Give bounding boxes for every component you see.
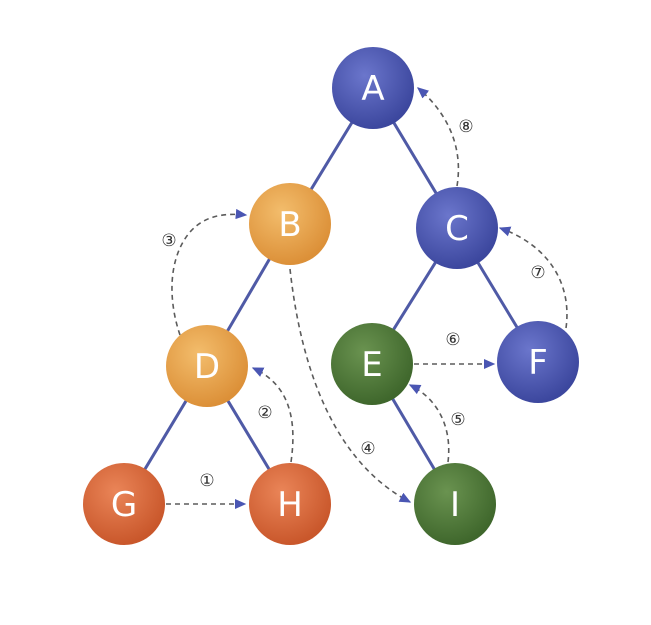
tree-edges (142, 120, 520, 472)
traversal-arrow-I-E (408, 384, 450, 463)
node-i: I (414, 463, 496, 545)
node-circle-b (249, 183, 331, 265)
tree-nodes: A B C D E F G H I (83, 47, 579, 545)
node-circle-d (166, 325, 248, 407)
node-circle-c (416, 187, 498, 269)
step-label-7: ⑦ (530, 263, 545, 283)
edge-B-D (225, 256, 272, 334)
step-label-2: ② (257, 403, 272, 423)
node-d: D (166, 325, 248, 407)
step-label-8: ⑧ (458, 117, 473, 137)
edge-E-I (390, 396, 437, 472)
node-label-a: A (361, 69, 384, 109)
node-label-i: I (450, 485, 460, 525)
node-label-d: D (194, 347, 220, 387)
edge-A-C (391, 120, 439, 196)
step-label-3: ③ (161, 231, 176, 251)
node-b: B (249, 183, 331, 265)
node-e: E (331, 323, 413, 405)
node-circle-h (249, 463, 331, 545)
node-f: F (497, 321, 579, 403)
edge-D-G (142, 398, 189, 472)
node-circle-f (497, 321, 579, 403)
traversal-arrows (166, 87, 568, 510)
node-h: H (249, 463, 331, 545)
node-label-c: C (445, 209, 469, 249)
step-label-6: ⑥ (445, 330, 460, 350)
node-label-f: F (528, 343, 548, 383)
node-label-h: H (277, 485, 303, 525)
node-circle-e (331, 323, 413, 405)
node-circle-g (83, 463, 165, 545)
edge-C-E (391, 260, 438, 332)
node-label-g: G (111, 485, 137, 525)
node-label-b: B (278, 205, 301, 245)
node-circle-i (414, 463, 496, 545)
traversal-arrow-D-B (171, 208, 248, 336)
edge-D-H (225, 398, 272, 472)
traversal-arrow-C-A (417, 87, 460, 187)
traversal-step-labels: ① ② ③ ④ ⑤ ⑥ ⑦ ⑧ (161, 117, 545, 491)
edge-C-F (475, 260, 520, 330)
step-label-5: ⑤ (450, 410, 465, 430)
step-label-1: ① (199, 471, 214, 491)
edge-A-B (309, 120, 354, 192)
node-circle-a (332, 47, 414, 129)
traversal-arrow-B-I (289, 268, 412, 503)
traversal-arrow-H-D (251, 367, 294, 463)
node-a: A (332, 47, 414, 129)
node-label-e: E (361, 345, 382, 385)
node-c: C (416, 187, 498, 269)
step-label-4: ④ (360, 439, 375, 459)
node-g: G (83, 463, 165, 545)
